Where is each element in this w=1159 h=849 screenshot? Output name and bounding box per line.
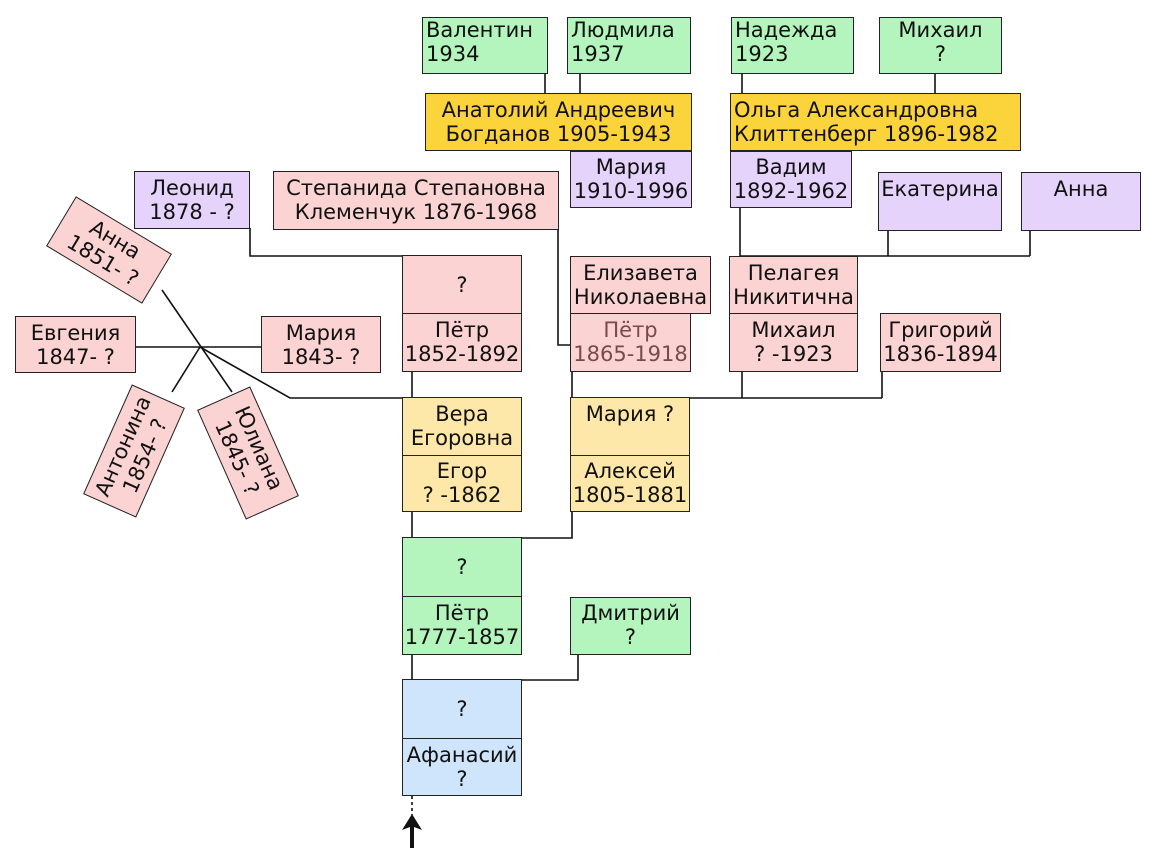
person-lyudmila: Людмила 1937 [567, 17, 691, 74]
person-name: Григорий [888, 318, 993, 342]
person-name: Мария [595, 155, 667, 179]
person-dates: Николаевна [573, 285, 708, 309]
person-vadim: Вадим 1892-1962 [730, 151, 852, 208]
person-name: ? [456, 273, 468, 297]
person-name: Афанасий [406, 743, 518, 767]
person-dates: 1805-1881 [572, 483, 688, 507]
person-dates: ? [624, 625, 637, 649]
person-ekaterina: Екатерина [878, 172, 1002, 231]
person-name: Елизавета [583, 261, 698, 285]
person-name: Леонид [150, 176, 234, 200]
person-aleksey: Алексей 1805-1881 [570, 455, 690, 512]
person-dates: Клиттенберг 1896-1982 [734, 122, 999, 146]
person-dates: 1836-1894 [883, 342, 998, 366]
person-dates: 1937 [571, 42, 625, 66]
person-unknown-wife-petr-1852: ? [402, 255, 522, 314]
person-unknown-wife-petr-1777: ? [402, 537, 522, 597]
person-dates: 1910-1996 [573, 179, 689, 203]
person-dates: Егоровна [410, 426, 514, 450]
person-unknown-wife-afanasiy: ? [402, 679, 522, 739]
person-dates: 1934 [426, 42, 480, 66]
person-name: Мария [285, 321, 357, 345]
person-name: Екатерина [881, 177, 999, 201]
person-name: Людмила [571, 18, 675, 42]
person-name: Вера [435, 402, 489, 426]
person-name: Михаил [751, 318, 836, 342]
person-name: Мария ? [585, 402, 675, 426]
person-dates: 1847- ? [36, 345, 115, 369]
person-dates: Богданов 1905-1943 [445, 122, 672, 146]
person-name: Ольга Александровна [734, 98, 979, 122]
person-dates: 1865-1918 [573, 342, 688, 366]
person-grigoriy: Григорий 1836-1894 [880, 313, 1001, 372]
person-mikhail-top: Михаил ? [879, 17, 1002, 74]
person-name: Степанида Степановна [286, 176, 546, 200]
person-dates: Клеменчук 1876-1968 [294, 200, 538, 224]
arrow-up-icon [402, 814, 422, 848]
person-dates: 1878 - ? [149, 200, 235, 224]
person-stepanida: Степанида Степановна Клеменчук 1876-1968 [273, 171, 559, 230]
person-name: ? [456, 555, 468, 579]
person-anna-lilac: Анна [1021, 172, 1141, 231]
person-dates: ? [456, 767, 468, 791]
person-evgeniya: Евгения 1847- ? [15, 316, 136, 373]
person-name: Пётр [603, 318, 658, 342]
person-name: ? [456, 697, 468, 721]
person-mikhail-1923: Михаил ? -1923 [729, 313, 858, 372]
person-name: Егор [436, 459, 488, 483]
person-name: Пётр [434, 318, 490, 342]
person-valentin: Валентин 1934 [422, 17, 548, 74]
person-name: Михаил [898, 18, 983, 42]
person-dates: 1777-1857 [404, 625, 520, 649]
person-petr-1865: Пётр 1865-1918 [570, 313, 691, 372]
person-dmitriy: Дмитрий ? [570, 597, 691, 655]
person-name: Надежда [735, 18, 838, 42]
person-name: Пелагея [747, 261, 840, 285]
person-name: Евгения [30, 321, 121, 345]
person-name: Вадим [755, 155, 827, 179]
person-dates: 1892-1962 [733, 179, 849, 203]
person-name: Дмитрий [581, 601, 680, 625]
person-dates: 1843- ? [281, 345, 361, 369]
person-afanasiy: Афанасий ? [402, 738, 522, 796]
person-name: Пётр [434, 601, 490, 625]
person-dates: 1852-1892 [404, 342, 520, 366]
person-leonid: Леонид 1878 - ? [134, 171, 250, 229]
person-dates: ? -1862 [422, 483, 502, 507]
person-olga: Ольга Александровна Клиттенберг 1896-198… [730, 93, 1021, 151]
person-name: Алексей [584, 459, 676, 483]
person-mariya-q: Мария ? [570, 397, 690, 456]
person-elizaveta: Елизавета Николаевна [570, 256, 711, 314]
person-dates: Никитична [733, 285, 854, 309]
person-nadezhda: Надежда 1923 [731, 17, 854, 74]
person-name: Анатолий Андреевич [441, 98, 676, 122]
person-pelageya: Пелагея Никитична [729, 256, 858, 314]
person-dates: ? -1923 [754, 342, 833, 366]
person-petr-1852: Пётр 1852-1892 [402, 313, 522, 372]
person-name: Анна [1053, 177, 1109, 201]
person-mariya-1843: Мария 1843- ? [261, 316, 381, 373]
person-name: Валентин [426, 18, 533, 42]
person-dates: 1923 [735, 42, 789, 66]
person-petr-1777: Пётр 1777-1857 [402, 596, 522, 655]
person-vera: Вера Егоровна [402, 397, 522, 456]
person-mariya-1910: Мария 1910-1996 [570, 151, 692, 208]
person-dates: ? [934, 42, 947, 66]
person-anatoliy: Анатолий Андреевич Богданов 1905-1943 [425, 93, 692, 151]
person-egor: Егор ? -1862 [402, 455, 522, 512]
